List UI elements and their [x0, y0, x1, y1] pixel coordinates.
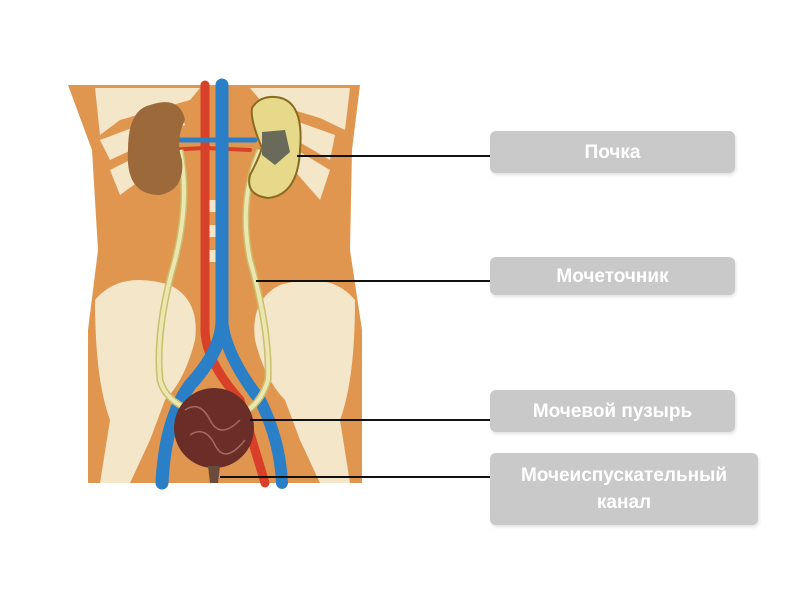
label-urethra: Мочеиспускательный канал [490, 453, 758, 525]
urethra [208, 466, 220, 483]
bladder [174, 388, 254, 468]
label-bladder-text: Мочевой пузырь [532, 400, 693, 422]
left-kidney [127, 102, 185, 195]
leader-line-ureter [256, 280, 490, 282]
label-ureter-text: Мочеточник [556, 265, 669, 287]
label-kidney: Почка [490, 131, 735, 173]
label-ureter: Мочеточник [490, 257, 735, 295]
pelvis [95, 280, 355, 483]
label-urethra-text-1: Мочеиспускательный [520, 465, 728, 486]
label-urethra-text-2: канал [596, 492, 652, 513]
leader-line-kidney [297, 155, 490, 157]
label-bladder: Мочевой пузырь [490, 390, 735, 432]
leader-line-bladder [250, 419, 490, 421]
label-kidney-text: Почка [584, 141, 641, 163]
leader-line-urethra [220, 476, 490, 478]
